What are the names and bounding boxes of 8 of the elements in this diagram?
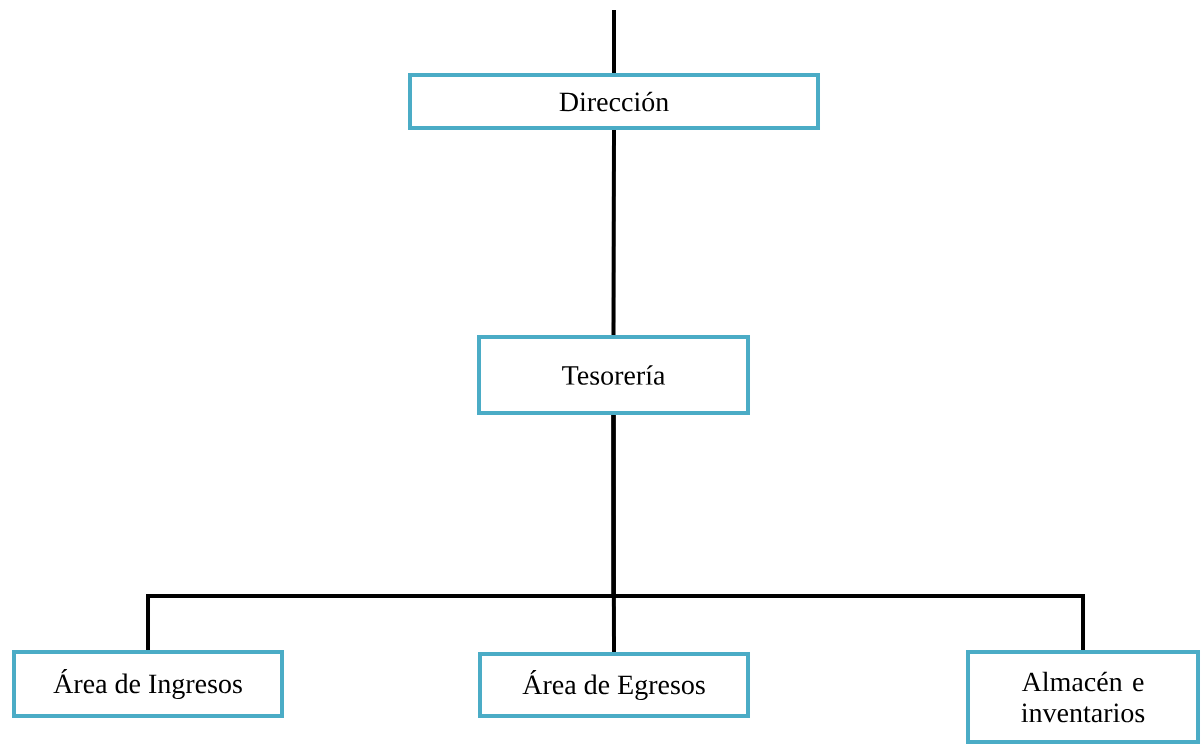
org-box: Área de Egresos <box>478 652 750 718</box>
connector-line <box>611 415 1085 650</box>
org-box: Área de Ingresos <box>12 650 284 718</box>
connector-line <box>612 10 616 73</box>
org-box: Tesorería <box>477 335 750 415</box>
connector-line <box>611 130 616 335</box>
org-box: Dirección <box>408 73 820 130</box>
org-box: Almacén e inventarios <box>966 650 1200 744</box>
